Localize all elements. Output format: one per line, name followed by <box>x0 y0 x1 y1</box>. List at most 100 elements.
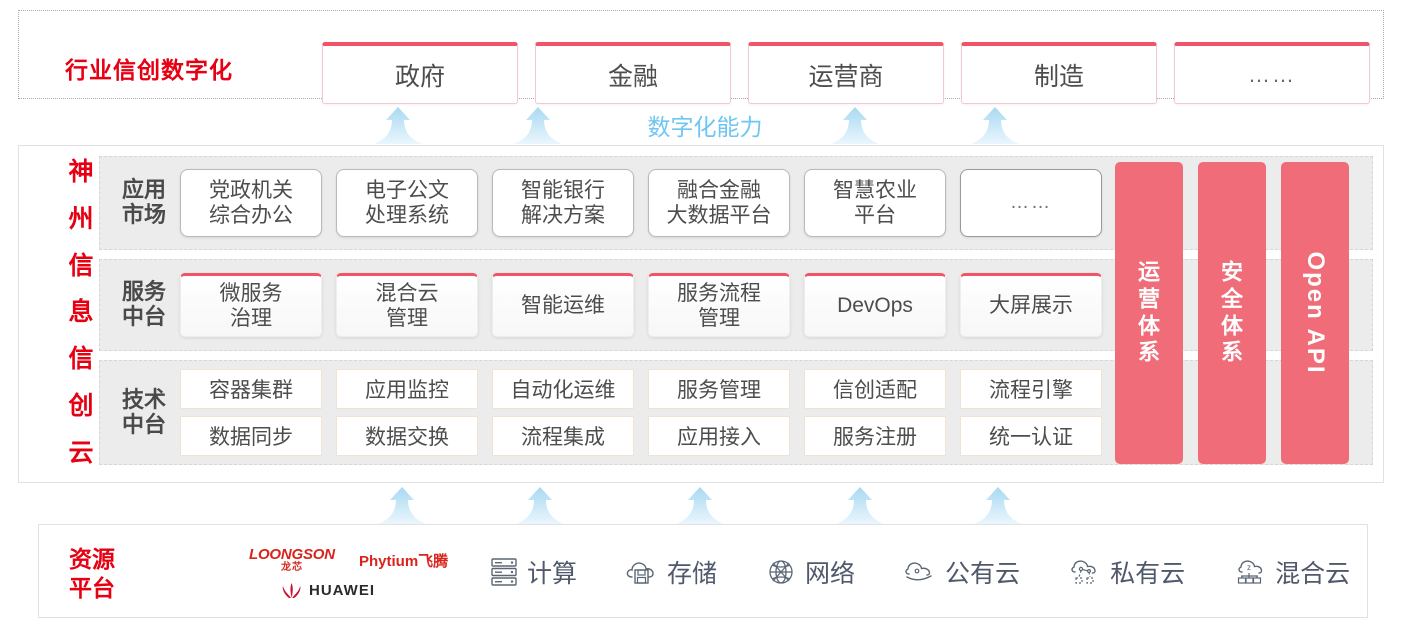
service-box-process-mgmt[interactable]: 服务流程 管理 <box>648 273 790 337</box>
tech-box-app-access[interactable]: 应用接入 <box>648 416 790 456</box>
resource-platform-title: 资源 平台 <box>69 545 115 603</box>
app-box-finance-bigdata[interactable]: 融合金融 大数据平台 <box>648 169 790 237</box>
cloud-title-char: 神 <box>68 158 94 186</box>
cell-line: 处理系统 <box>365 204 449 227</box>
app-box-smart-bank[interactable]: 智能银行 解决方案 <box>492 169 634 237</box>
cell-line: 服务流程 <box>677 281 761 305</box>
tech-box-service-mgmt[interactable]: 服务管理 <box>648 369 790 409</box>
resource-item-hybrid-cloud[interactable]: z 混合云 <box>1233 554 1350 590</box>
industry-box-carrier[interactable]: 运营商 <box>748 42 944 104</box>
tech-platform-cells: 容器集群 数据同步 应用监控 数据交换 自动化运维 流程集成 服务管理 应用接入 <box>180 369 1102 456</box>
up-arrow-icon <box>512 107 564 145</box>
row-label-tech-platform: 技术 中台 <box>108 387 180 437</box>
capability-arrow-band: 数字化能力 <box>0 100 1402 145</box>
industry-strip: 行业信创数字化 政府 金融 运营商 制造 …… <box>18 10 1384 104</box>
service-box-dashboard[interactable]: 大屏展示 <box>960 273 1102 337</box>
industry-box-manufacturing[interactable]: 制造 <box>961 42 1157 104</box>
row-label-line: 服务 <box>121 279 166 305</box>
cloud-title-char: 云 <box>68 438 94 467</box>
resource-item-label: 混合云 <box>1275 560 1351 588</box>
cell-line: 智能运维 <box>521 294 605 318</box>
cell-line: 融合金融 <box>677 178 761 202</box>
tech-box-process-engine[interactable]: 流程引擎 <box>960 369 1102 409</box>
service-platform-cells: 微服务 治理 混合云 管理 智能运维 <box>180 273 1102 337</box>
app-box-e-document[interactable]: 电子公文 处理系统 <box>336 169 478 237</box>
tech-box-automated-ops[interactable]: 自动化运维 <box>492 369 634 409</box>
side-bar-label: Open API <box>1302 251 1329 375</box>
app-box-smart-agriculture[interactable]: 智慧农业 平台 <box>804 169 946 237</box>
server-rack-icon <box>491 558 517 586</box>
industry-box-finance[interactable]: 金融 <box>535 42 731 104</box>
resource-item-public-cloud[interactable]: 公有云 <box>903 554 1020 590</box>
resource-item-label: 存储 <box>667 560 718 588</box>
hybrid-cloud-icon: z <box>1237 560 1263 584</box>
tech-column: 应用监控 数据交换 <box>336 369 478 456</box>
app-box-party-gov-office[interactable]: 党政机关 综合办公 <box>180 169 322 237</box>
tech-column: 自动化运维 流程集成 <box>492 369 634 456</box>
tech-box-app-monitoring[interactable]: 应用监控 <box>336 369 478 409</box>
resource-title-line: 平台 <box>69 574 115 601</box>
side-bar-list: 运营体系 安全体系 Open API <box>1115 162 1349 464</box>
cell-line: 智能银行 <box>521 178 605 202</box>
tech-box-xc-adaptation[interactable]: 信创适配 <box>804 369 946 409</box>
tech-box-data-exchange[interactable]: 数据交换 <box>336 416 478 456</box>
resource-item-label: 计算 <box>527 560 578 588</box>
cell-line: 智慧农业 <box>833 178 917 202</box>
tech-box-service-registry[interactable]: 服务注册 <box>804 416 946 456</box>
resource-item-compute[interactable]: 计算 <box>489 554 577 590</box>
cloud-main-panel: 神 州 信 息 信 创 云 应用 市场 党政机关 综合办公 <box>18 145 1384 483</box>
svg-text:z: z <box>1247 563 1251 572</box>
tech-column: 服务管理 应用接入 <box>648 369 790 456</box>
private-cloud-icon <box>1071 560 1096 584</box>
service-box-smart-ops[interactable]: 智能运维 <box>492 273 634 337</box>
tech-box-data-sync[interactable]: 数据同步 <box>180 416 322 456</box>
industry-strip-title: 行业信创数字化 <box>65 57 233 83</box>
resource-item-label: 私有云 <box>1110 560 1186 588</box>
tech-column: 信创适配 服务注册 <box>804 369 946 456</box>
service-box-hybrid-cloud-mgmt[interactable]: 混合云 管理 <box>336 273 478 337</box>
cloud-title-char: 信 <box>68 345 94 374</box>
cloud-title-char: 创 <box>68 392 94 421</box>
resource-platform-panel: 资源 平台 LOONGSON 龙芯 Phytium飞腾 HUAWEI <box>38 524 1368 618</box>
up-arrow-icon <box>834 487 886 525</box>
side-bar-security-system[interactable]: 安全体系 <box>1198 162 1266 464</box>
huawei-flower-icon <box>282 582 301 598</box>
row-label-line: 中台 <box>121 304 166 329</box>
tech-box-unified-auth[interactable]: 统一认证 <box>960 416 1102 456</box>
resource-arrow-band <box>0 487 1402 525</box>
resource-item-label: 网络 <box>805 560 856 588</box>
app-box-more[interactable]: …… <box>960 169 1102 237</box>
cloud-vertical-title: 神 州 信 息 信 创 云 <box>59 160 103 466</box>
vendor-logo-group: LOONGSON 龙芯 Phytium飞腾 HUAWEI <box>219 537 469 607</box>
cell-line: 解决方案 <box>521 204 605 227</box>
industry-box-more[interactable]: …… <box>1174 42 1370 104</box>
public-cloud-icon <box>905 562 932 581</box>
up-arrow-icon <box>376 487 428 525</box>
network-globe-icon <box>769 560 793 584</box>
resource-item-network[interactable]: 网络 <box>765 554 855 590</box>
cell-line: 治理 <box>230 307 272 330</box>
cell-line: 管理 <box>698 307 740 330</box>
row-label-line: 应用 <box>121 177 166 203</box>
tech-box-container-cluster[interactable]: 容器集群 <box>180 369 322 409</box>
up-arrow-icon <box>514 487 566 525</box>
cloud-title-char: 州 <box>68 204 94 233</box>
resource-item-storage[interactable]: 存储 <box>625 554 717 590</box>
industry-box-government[interactable]: 政府 <box>322 42 518 104</box>
tech-box-process-integration[interactable]: 流程集成 <box>492 416 634 456</box>
row-label-line: 市场 <box>121 202 166 227</box>
app-market-cells: 党政机关 综合办公 电子公文 处理系统 智能银行 解决方案 <box>180 169 1102 237</box>
resource-item-private-cloud[interactable]: 私有云 <box>1068 554 1185 590</box>
service-box-microservice-governance[interactable]: 微服务 治理 <box>180 273 322 337</box>
row-label-service-platform: 服务 中台 <box>108 280 180 329</box>
loongson-logo-sub: 龙芯 <box>280 562 303 573</box>
side-bar-open-api[interactable]: Open API <box>1281 162 1349 464</box>
side-bar-label: 运营体系 <box>1137 259 1160 365</box>
service-box-devops[interactable]: DevOps <box>804 273 946 337</box>
huawei-logo-text: HUAWEI <box>309 582 375 599</box>
side-bar-operations-system[interactable]: 运营体系 <box>1115 162 1183 464</box>
tech-column: 容器集群 数据同步 <box>180 369 322 456</box>
up-arrow-icon <box>372 107 424 145</box>
cloud-title-char: 信 <box>68 251 94 280</box>
